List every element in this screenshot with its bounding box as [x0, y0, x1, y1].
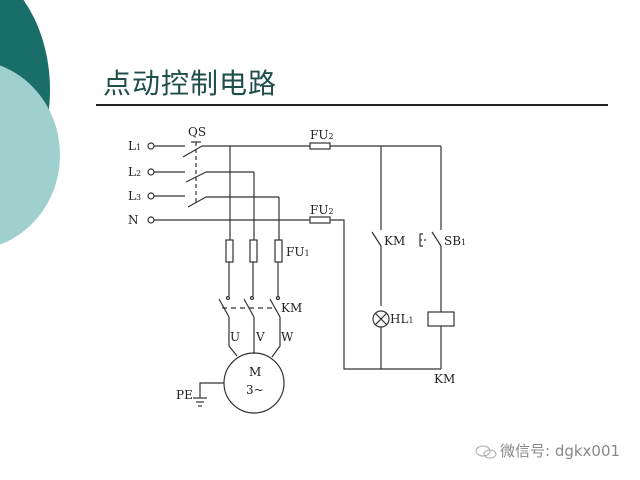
pushbutton-sb1	[431, 231, 442, 247]
label-l3: L3	[128, 189, 141, 203]
label-motor-phase: 3~	[246, 383, 264, 397]
label-pe: PE	[176, 388, 193, 402]
label-hl1: HL1	[390, 312, 414, 326]
label-n: N	[128, 213, 139, 227]
watermark: 微信号: dgkx001	[474, 440, 620, 461]
label-l2: L2	[128, 165, 141, 179]
wechat-icon	[475, 445, 497, 458]
coil-km	[427, 311, 455, 327]
label-km-coil: KM	[434, 372, 455, 386]
fuse-fu1-u	[225, 239, 234, 263]
fuse-fu2-bottom	[309, 216, 331, 224]
label-l1: L1	[128, 139, 141, 153]
terminal-l2	[147, 168, 155, 176]
qs-blade-3	[187, 196, 207, 208]
label-km-aux: KM	[384, 234, 405, 248]
label-u: U	[230, 330, 240, 344]
fuse-fu1-w	[274, 239, 283, 263]
fuse-fu1-v	[249, 239, 258, 263]
label-motor-m: M	[249, 365, 261, 379]
qs-blade-1	[182, 145, 203, 158]
slide-title: 点动控制电路	[103, 67, 278, 100]
label-qs: QS	[188, 125, 206, 139]
fuse-fu2-top	[309, 142, 331, 150]
label-fu2-bottom: FU2	[310, 203, 334, 217]
terminal-n	[147, 216, 155, 224]
label-km-main: KM	[281, 301, 302, 315]
km-aux-contact	[371, 231, 382, 247]
label-fu2-top: FU2	[310, 128, 334, 142]
title-divider	[96, 104, 608, 106]
terminal-l3	[147, 192, 155, 200]
label-v: V	[255, 330, 265, 344]
label-fu1: FU1	[286, 245, 310, 259]
label-sb1: SB1	[444, 234, 466, 248]
terminal-l1	[147, 142, 155, 150]
watermark-text: 微信号: dgkx001	[500, 442, 621, 460]
label-w: W	[281, 330, 294, 344]
km-main-contact-w	[269, 298, 281, 318]
